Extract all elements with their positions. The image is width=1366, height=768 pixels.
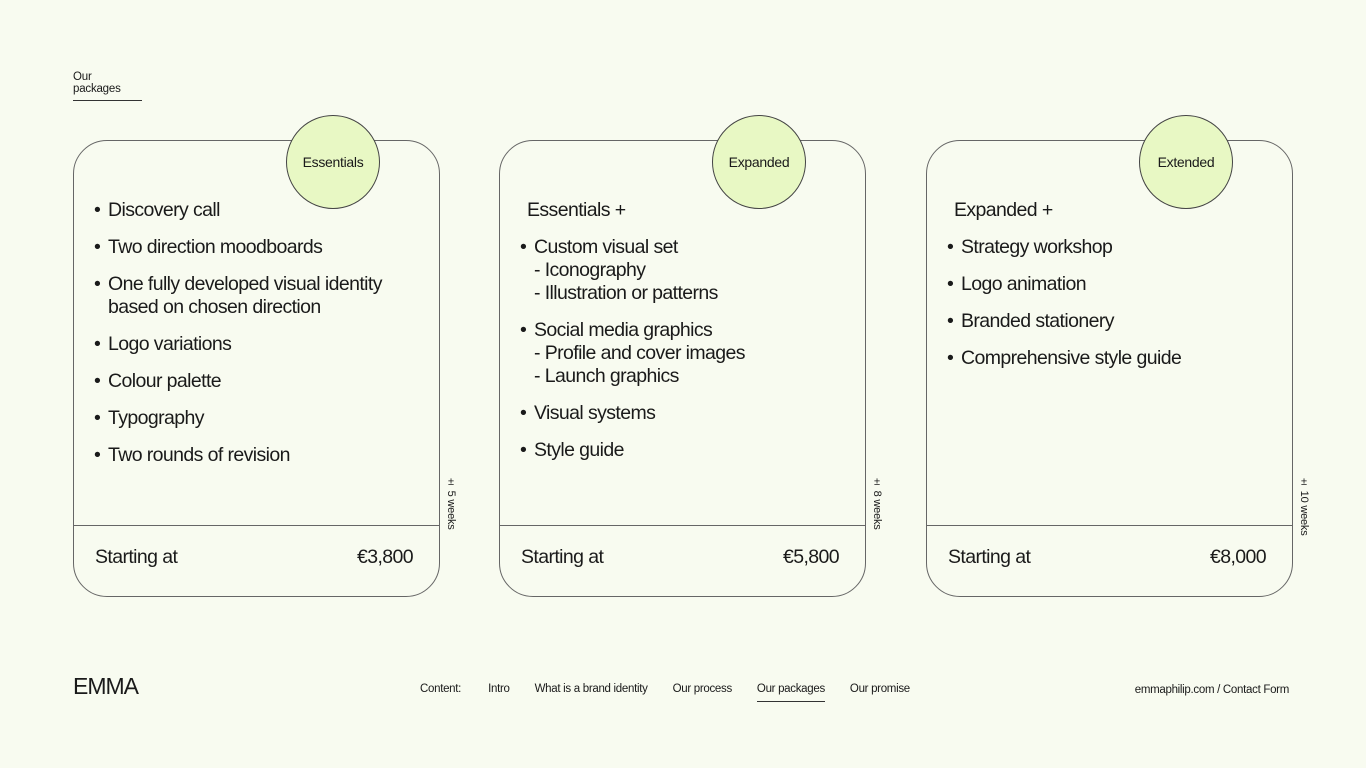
section-label: Our packages bbox=[73, 71, 142, 101]
feature-item: • Custom visual set- Iconography- Illustr… bbox=[520, 236, 845, 305]
feature-item: • Two direction moodboards bbox=[94, 236, 419, 259]
package-features: • Discovery call • Two direction moodboards… bbox=[94, 199, 419, 481]
package-card-extended: Extended Expanded +•Strategy workshop•Lo… bbox=[926, 115, 1293, 597]
price-value: €3,800 bbox=[356, 546, 414, 568]
bullet-icon: • bbox=[94, 236, 101, 258]
feature-item: • Two rounds of revision bbox=[94, 444, 419, 467]
nav-label: Content: bbox=[420, 683, 462, 695]
feature-text: Custom visual set bbox=[534, 236, 678, 258]
card-divider bbox=[927, 525, 1292, 526]
feature-subitem: - Iconography bbox=[534, 259, 646, 281]
card-divider bbox=[74, 525, 439, 526]
feature-text: Colour palette bbox=[108, 370, 222, 392]
feature-text: Branded stationery bbox=[961, 310, 1114, 332]
bullet-icon: • bbox=[94, 333, 101, 355]
bullet-icon: • bbox=[947, 236, 954, 258]
feature-subitem: - Illustration or patterns bbox=[534, 282, 718, 304]
nav-link-process[interactable]: Our process bbox=[672, 683, 733, 695]
duration-label: ± 8 weeks bbox=[871, 476, 883, 530]
feature-list: • Custom visual set- Iconography- Illustr… bbox=[520, 236, 845, 462]
package-features: Expanded +•Strategy workshop•Logo animat… bbox=[947, 199, 1272, 384]
feature-text: Logo animation bbox=[961, 273, 1087, 295]
feature-list: • Strategy workshop • Logo animation • Brande… bbox=[947, 236, 1272, 370]
nav-link-brand-identity[interactable]: What is a brand identity bbox=[534, 683, 648, 695]
feature-item: • Typography bbox=[94, 407, 419, 430]
nav-link-intro[interactable]: Intro bbox=[488, 683, 510, 695]
brand-logo[interactable]: EMMA bbox=[73, 673, 139, 699]
feature-item: • Colour palette bbox=[94, 370, 419, 393]
feature-item: • Logo animation bbox=[947, 273, 1272, 296]
feature-text: Social media graphics bbox=[534, 319, 713, 341]
bullet-icon: • bbox=[94, 273, 101, 295]
feature-item: • Branded stationery bbox=[947, 310, 1272, 333]
feature-item: • Discovery call bbox=[94, 199, 419, 222]
price-row: Starting at €3,800 bbox=[95, 546, 414, 569]
bullet-icon: • bbox=[94, 407, 101, 429]
feature-text: Logo variations bbox=[108, 333, 232, 355]
price-label: Starting at bbox=[521, 546, 604, 568]
feature-text: Visual systems bbox=[534, 402, 656, 424]
duration-label: ± 10 weeks bbox=[1298, 476, 1310, 536]
price-label: Starting at bbox=[948, 546, 1031, 568]
feature-text: Strategy workshop bbox=[961, 236, 1113, 258]
price-row: Starting at €8,000 bbox=[948, 546, 1267, 569]
feature-item: • Style guide bbox=[520, 439, 845, 462]
price-value: €5,800 bbox=[782, 546, 840, 568]
price-value: €8,000 bbox=[1209, 546, 1267, 568]
feature-item: • One fully developed visual identity bas… bbox=[94, 273, 419, 319]
feature-text: Style guide bbox=[534, 439, 624, 461]
bullet-icon: • bbox=[947, 310, 954, 332]
feature-list: • Discovery call • Two direction moodboards… bbox=[94, 199, 419, 467]
package-badge: Extended bbox=[1139, 115, 1233, 209]
feature-text: Discovery call bbox=[108, 199, 220, 221]
bullet-icon: • bbox=[94, 370, 101, 392]
bullet-icon: • bbox=[520, 319, 527, 341]
feature-text: Comprehensive style guide bbox=[961, 347, 1182, 369]
bullet-icon: • bbox=[520, 402, 527, 424]
package-badge: Expanded bbox=[712, 115, 806, 209]
feature-text: Two rounds of revision bbox=[108, 444, 291, 466]
package-features: Essentials +•Custom visual set- Iconogra… bbox=[520, 199, 845, 476]
bullet-icon: • bbox=[947, 273, 954, 295]
feature-item: • Comprehensive style guide bbox=[947, 347, 1272, 370]
price-label: Starting at bbox=[95, 546, 178, 568]
feature-item: • Visual systems bbox=[520, 402, 845, 425]
feature-item: • Strategy workshop bbox=[947, 236, 1272, 259]
feature-item: • Logo variations bbox=[94, 333, 419, 356]
price-row: Starting at €5,800 bbox=[521, 546, 840, 569]
nav-link-promise[interactable]: Our promise bbox=[849, 683, 910, 695]
package-card-essentials: Essentials • Discovery call • Two direction… bbox=[73, 115, 440, 597]
card-divider bbox=[500, 525, 865, 526]
footer-nav: Content: Intro What is a brand identity … bbox=[420, 683, 935, 702]
nav-link-packages[interactable]: Our packages bbox=[756, 683, 825, 702]
bullet-icon: • bbox=[947, 347, 954, 369]
feature-subitem: - Launch graphics bbox=[534, 365, 679, 387]
contact-link[interactable]: emmaphilip.com / Contact Form bbox=[1134, 684, 1290, 696]
feature-text: Typography bbox=[108, 407, 205, 429]
bullet-icon: • bbox=[94, 199, 101, 221]
feature-text: Two direction moodboards bbox=[108, 236, 323, 258]
feature-text: One fully developed visual identity base… bbox=[108, 273, 382, 318]
package-lead: Expanded + bbox=[954, 199, 1053, 221]
bullet-icon: • bbox=[520, 236, 527, 258]
package-lead: Essentials + bbox=[527, 199, 626, 221]
feature-item: • Social media graphics- Profile and cove… bbox=[520, 319, 845, 388]
duration-label: ± 5 weeks bbox=[445, 476, 457, 530]
feature-subitem: - Profile and cover images bbox=[534, 342, 746, 364]
bullet-icon: • bbox=[520, 439, 527, 461]
package-badge: Essentials bbox=[286, 115, 380, 209]
bullet-icon: • bbox=[94, 444, 101, 466]
package-card-expanded: Expanded Essentials +•Custom visual set-… bbox=[499, 115, 866, 597]
